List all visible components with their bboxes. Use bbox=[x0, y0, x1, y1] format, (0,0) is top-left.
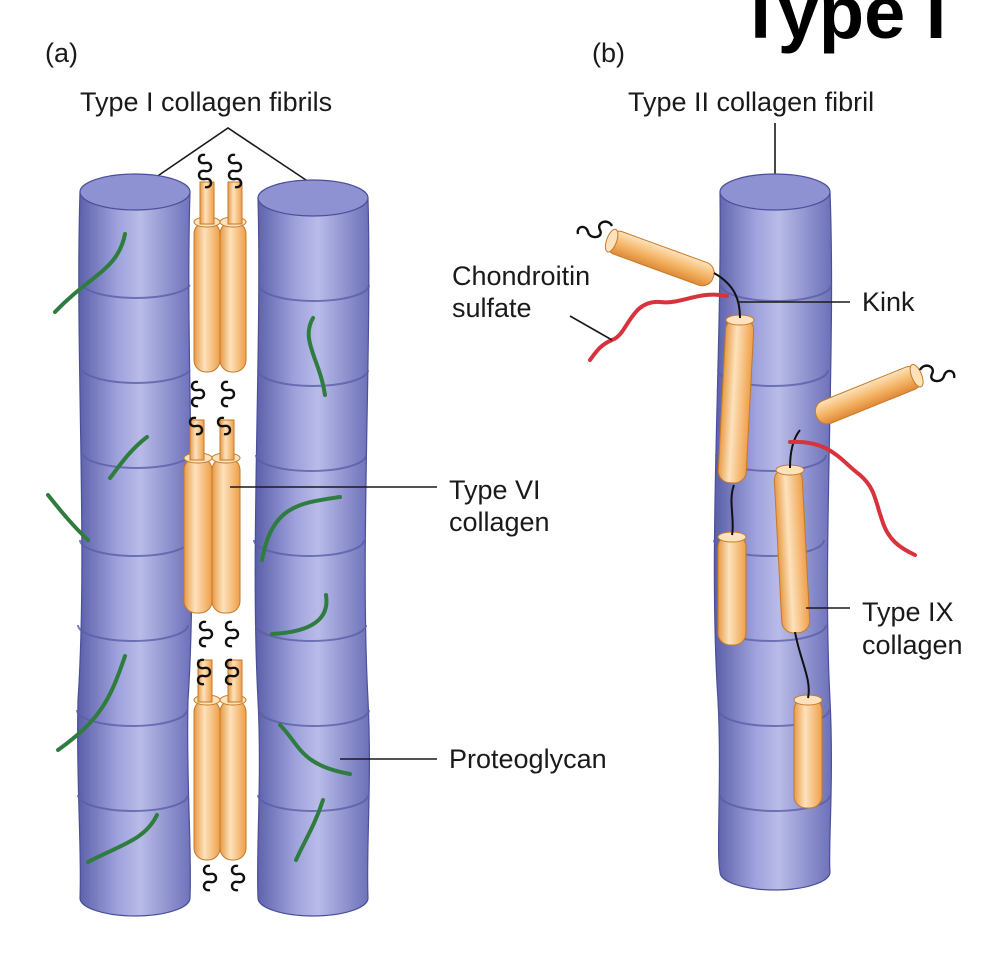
type-ix-label-line2: collagen bbox=[862, 630, 963, 660]
type-vi-collagen-group-bottom bbox=[193, 659, 247, 861]
proteoglycan-strands bbox=[46, 232, 352, 864]
chondroitin-label-line1: Chondroitin bbox=[452, 261, 590, 291]
chondroitin-sulfate-strands bbox=[588, 292, 917, 557]
globular-domain-coils-b bbox=[576, 220, 956, 383]
type-ix-collagen bbox=[604, 228, 924, 809]
globular-domain-coils-a bbox=[188, 153, 246, 892]
type-vi-collagen-group-middle bbox=[183, 419, 241, 614]
type-ix-label-line1: Type IX bbox=[862, 597, 954, 627]
panel-b-letter: (b) bbox=[592, 38, 625, 68]
proteoglycan-label: Proteoglycan bbox=[449, 744, 607, 774]
chondroitin-leader bbox=[569, 315, 613, 341]
type-vi-collagen-group-top bbox=[193, 181, 247, 373]
type-i-fibrils-leader bbox=[142, 127, 316, 187]
type-i-fibrils-label: Type I collagen fibrils bbox=[80, 87, 332, 117]
panel-a-letter: (a) bbox=[45, 38, 78, 68]
header-title: Type I bbox=[738, 0, 946, 54]
type-i-fibril-right bbox=[253, 179, 371, 917]
kink-label: Kink bbox=[862, 287, 915, 317]
type-vi-label-line1: Type VI bbox=[449, 475, 541, 505]
type-vi-label-line2: collagen bbox=[449, 507, 550, 537]
type-i-fibril-left bbox=[76, 173, 193, 917]
type-ii-fibril-label: Type II collagen fibril bbox=[628, 87, 874, 117]
chondroitin-label-line2: sulfate bbox=[452, 293, 532, 323]
